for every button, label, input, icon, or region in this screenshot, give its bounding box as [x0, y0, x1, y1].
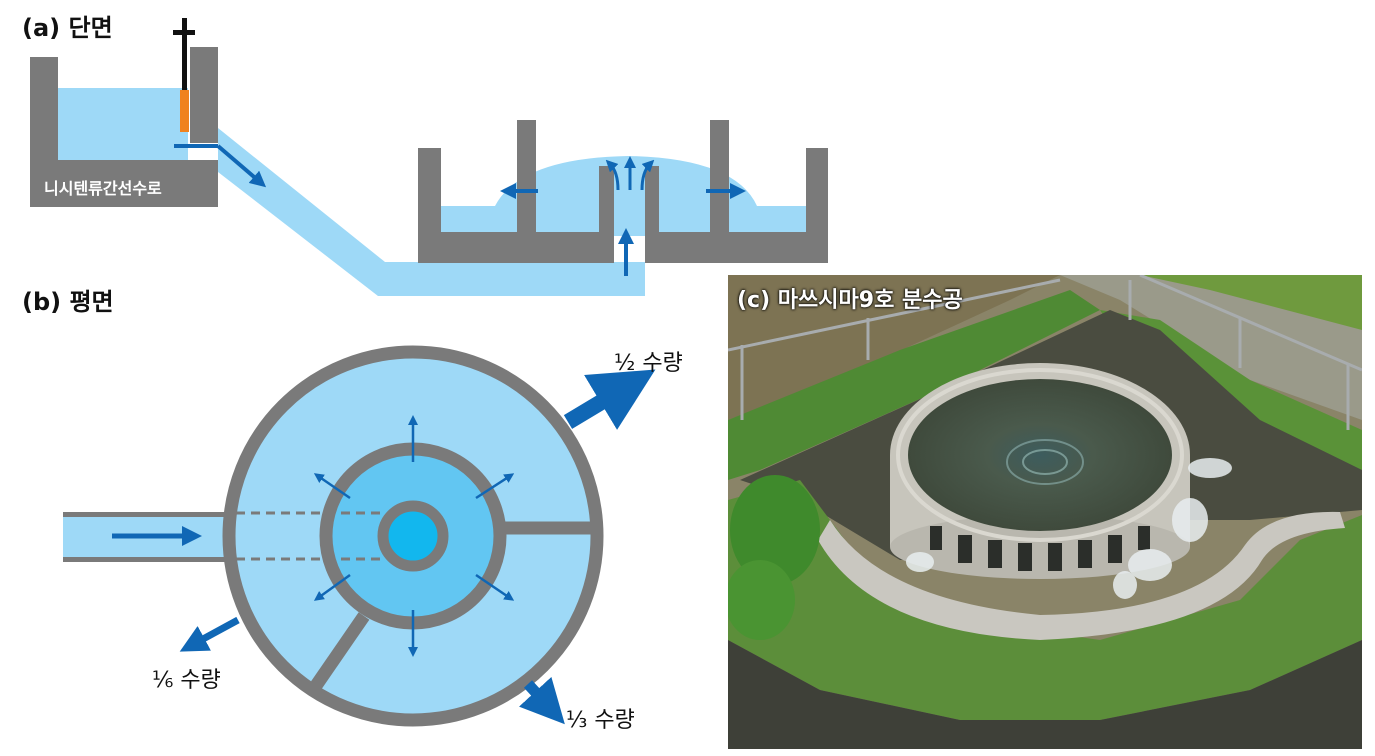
plan-diagram	[63, 345, 656, 727]
photo-illustration	[728, 275, 1362, 749]
gate-handle	[173, 30, 195, 35]
outflow-third-arrow	[518, 676, 565, 725]
outflow-sixth-arrow	[179, 616, 240, 652]
photo-title: (c) 마쓰시마9호 분수공	[737, 288, 963, 313]
tank-floor	[30, 160, 218, 207]
gate-stem	[182, 18, 187, 90]
center-inlet	[377, 500, 449, 572]
gate-plate	[180, 90, 189, 132]
distributor-water	[441, 156, 807, 236]
tank-water	[58, 88, 188, 160]
outflow-pipe	[218, 128, 645, 296]
section-diagram	[30, 18, 828, 296]
flow-sixth-label: ⅙ 수량	[152, 668, 221, 693]
radial-arrows	[313, 415, 515, 657]
tank-wall-right	[190, 47, 218, 143]
channel-name-label: 니시텐류간선수로	[44, 179, 162, 198]
plan-title: (b) 평면	[22, 288, 114, 316]
flow-half-label: ½ 수량	[614, 351, 683, 376]
flow-arrow	[216, 144, 267, 188]
section-title: (a) 단면	[22, 14, 113, 42]
outflow-half-arrow	[563, 369, 656, 430]
flow-third-label: ⅓ 수량	[566, 708, 635, 733]
